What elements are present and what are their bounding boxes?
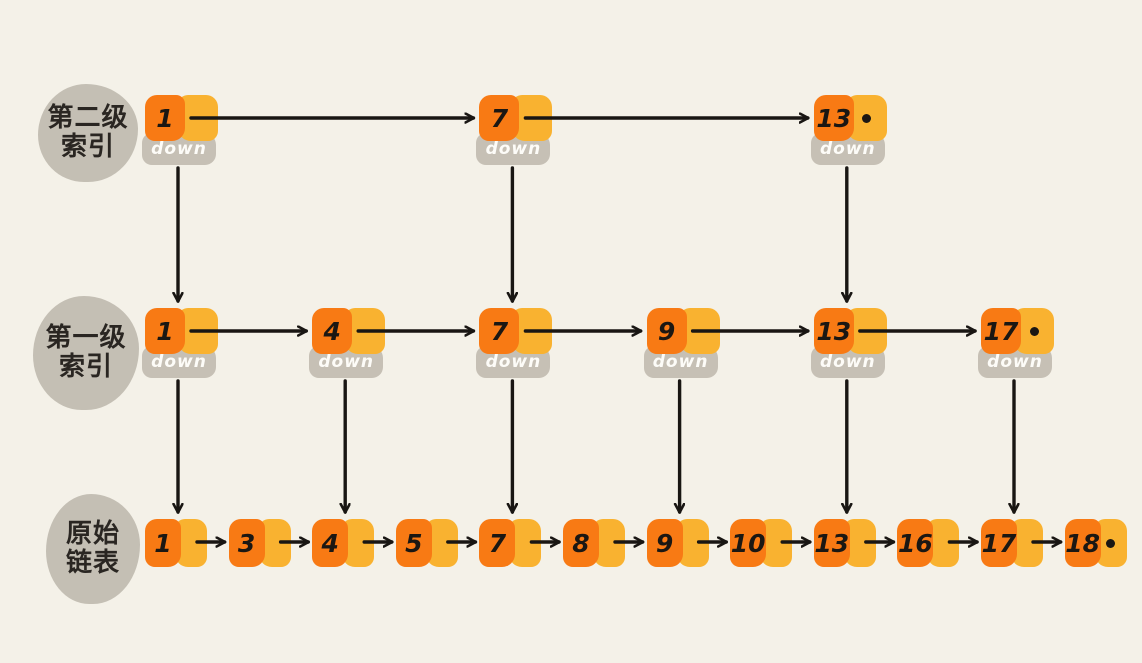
node-value-text: 9	[657, 316, 676, 346]
node-13-value: 13	[813, 308, 854, 354]
row-label-second-level-index: 第二级索引	[38, 84, 138, 182]
node-value-text: 1	[156, 103, 174, 133]
row-label-line: 第二级	[47, 102, 129, 133]
node-4-value: 4	[312, 308, 353, 354]
row-label-first-level-index: 第一级索引	[33, 296, 139, 410]
node-1-value: 1	[145, 308, 185, 354]
node-3-value: 3	[228, 519, 265, 567]
node-value-text: 7	[490, 316, 509, 346]
node-value-text: 16	[897, 528, 933, 558]
row-label-line: 索引	[58, 352, 113, 382]
node-value-text: 3	[237, 528, 256, 558]
node-13-value: 13	[813, 519, 850, 567]
node-7-value: 7	[479, 308, 520, 354]
node-value-text: 1	[156, 316, 174, 346]
node-9-value: 9	[646, 308, 687, 354]
node-8-value: 8	[563, 519, 599, 567]
node-value-text: 18	[1065, 528, 1100, 558]
node-16-value: 16	[897, 519, 934, 567]
node-value-text: 9	[655, 528, 674, 558]
node-value-text: 13	[816, 103, 852, 133]
node-value-text: 17	[983, 316, 1019, 346]
node-7-value: 7	[479, 519, 516, 567]
node-value-text: 7	[490, 103, 509, 133]
node-value-text: 4	[321, 528, 339, 558]
node-value-text: 13	[814, 528, 850, 558]
row-label-line: 索引	[60, 132, 115, 162]
node-value-text: 8	[572, 528, 590, 558]
row-label-line: 第一级	[45, 322, 127, 353]
null-pointer-dot	[1029, 326, 1039, 336]
node-17-value: 17	[981, 519, 1017, 567]
node-5-value: 5	[395, 519, 432, 567]
row-label-line: 链表	[65, 548, 120, 578]
null-pointer-dot	[862, 113, 872, 123]
node-value-text: 7	[488, 528, 507, 558]
node-value-text: 1	[154, 528, 172, 558]
node-7-value: 7	[479, 95, 520, 141]
node-value-text: 17	[981, 528, 1017, 558]
node-9-value: 9	[646, 519, 683, 567]
node-value-text: 10	[730, 528, 766, 558]
row-label-line: 原始	[65, 518, 120, 549]
node-13-value: 13	[813, 95, 854, 141]
node-1-value: 1	[145, 519, 181, 567]
node-1-value: 1	[145, 95, 185, 141]
node-18-value: 18	[1064, 519, 1101, 567]
node-value-text: 4	[323, 316, 341, 346]
node-4-value: 4	[312, 519, 349, 567]
node-value-text: 5	[405, 528, 423, 558]
row-label-original-linked-list: 原始链表	[46, 494, 140, 604]
node-value-text: 13	[816, 316, 852, 346]
null-pointer-dot	[1106, 538, 1116, 548]
node-10-value: 10	[730, 519, 767, 567]
node-17-value: 17	[981, 308, 1021, 354]
